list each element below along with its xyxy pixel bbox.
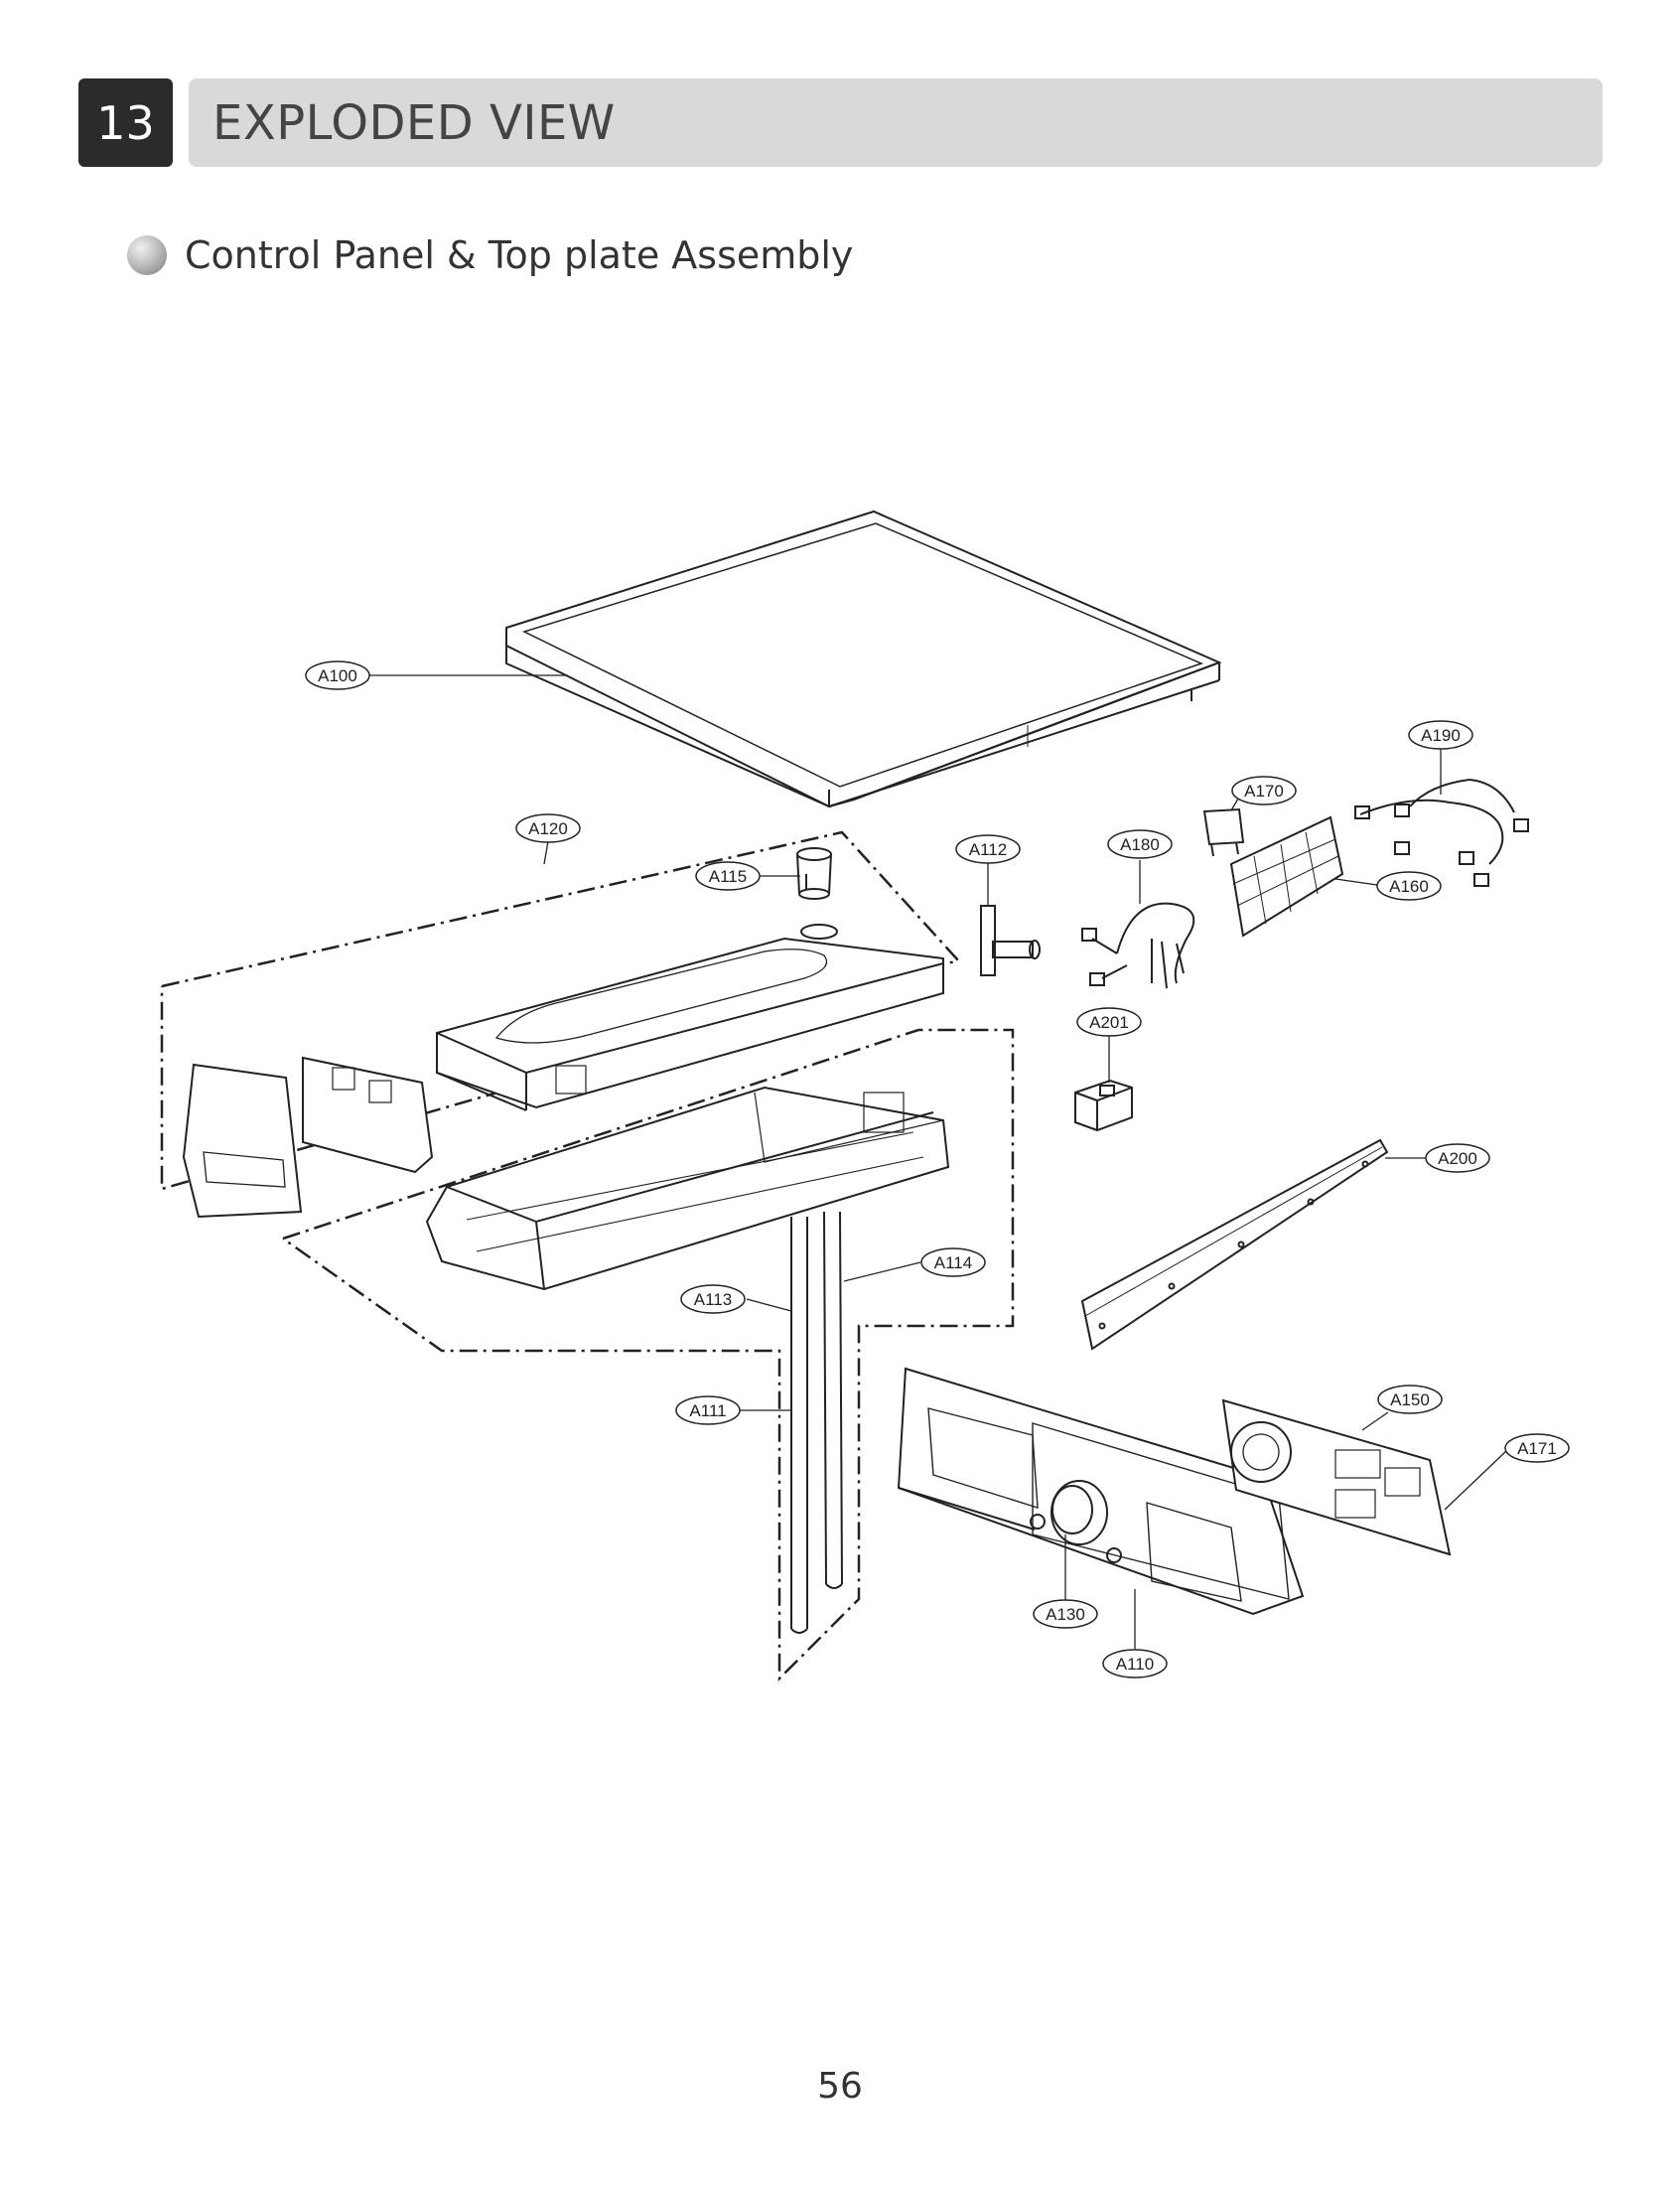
rail-a200-drawing — [1080, 1138, 1389, 1351]
svg-text:A171: A171 — [1517, 1439, 1557, 1458]
svg-text:A190: A190 — [1421, 726, 1461, 745]
svg-text:A110: A110 — [1116, 1655, 1154, 1674]
callout-a130: A130 — [1033, 1599, 1098, 1629]
harness-a180-drawing — [1081, 902, 1195, 989]
callout-a120: A120 — [515, 813, 581, 843]
svg-text:A100: A100 — [318, 666, 357, 685]
callout-a150: A150 — [1377, 1385, 1443, 1414]
part-a201-drawing — [1074, 1079, 1133, 1132]
svg-text:A114: A114 — [934, 1253, 972, 1272]
callout-a110: A110 — [1102, 1649, 1168, 1679]
callout-a201: A201 — [1076, 1007, 1142, 1037]
dispenser-top-drawing — [436, 924, 944, 1111]
drawer-front-drawing — [182, 1056, 434, 1219]
bullet-icon — [127, 235, 167, 275]
svg-text:A111: A111 — [689, 1401, 726, 1420]
page-number: 56 — [817, 2066, 863, 2107]
dispenser-housing-drawing — [425, 1086, 950, 1291]
knob-a130-drawing — [1030, 1480, 1122, 1563]
svg-text:A115: A115 — [709, 867, 747, 886]
svg-text:A200: A200 — [1438, 1149, 1477, 1168]
harness-a190-drawing — [1354, 778, 1529, 887]
housing-group-boundary — [282, 1028, 1015, 1682]
callout-a171: A171 — [1504, 1433, 1570, 1463]
page-title-bar: EXPLODED VIEW — [189, 78, 1603, 167]
callout-a112: A112 — [955, 834, 1021, 864]
svg-text:A201: A201 — [1089, 1013, 1129, 1032]
section-title: Control Panel & Top plate Assembly — [185, 233, 854, 277]
hoses-drawing — [790, 1211, 843, 1634]
page-title: EXPLODED VIEW — [212, 94, 616, 151]
tee-connector-drawing — [980, 905, 1041, 976]
svg-text:A170: A170 — [1244, 782, 1284, 801]
callout-a190: A190 — [1408, 720, 1473, 750]
pcb-a150-drawing — [1221, 1398, 1452, 1556]
svg-text:A150: A150 — [1390, 1390, 1430, 1409]
callout-a170: A170 — [1231, 776, 1297, 805]
callout-a115: A115 — [695, 861, 761, 891]
bracket-a160-drawing — [1229, 815, 1344, 938]
svg-text:A160: A160 — [1389, 877, 1429, 896]
callout-a113: A113 — [680, 1284, 746, 1314]
svg-text:A120: A120 — [528, 819, 568, 838]
dispenser-group-boundary — [160, 830, 961, 1191]
callout-a114: A114 — [920, 1247, 986, 1277]
chapter-number: 13 — [78, 78, 173, 167]
svg-text:A112: A112 — [969, 840, 1007, 859]
callout-a200: A200 — [1425, 1143, 1490, 1173]
svg-text:A130: A130 — [1046, 1605, 1085, 1624]
callout-a160: A160 — [1376, 871, 1442, 901]
callout-a100: A100 — [305, 660, 370, 690]
cap-drawing — [796, 847, 832, 900]
top-plate-drawing — [505, 510, 1222, 808]
svg-text:A180: A180 — [1120, 835, 1160, 854]
part-a170-drawing — [1202, 807, 1245, 857]
callout-a180: A180 — [1107, 829, 1173, 859]
svg-text:A113: A113 — [694, 1290, 732, 1309]
section-heading: Control Panel & Top plate Assembly — [127, 230, 853, 280]
callout-a111: A111 — [675, 1395, 741, 1425]
